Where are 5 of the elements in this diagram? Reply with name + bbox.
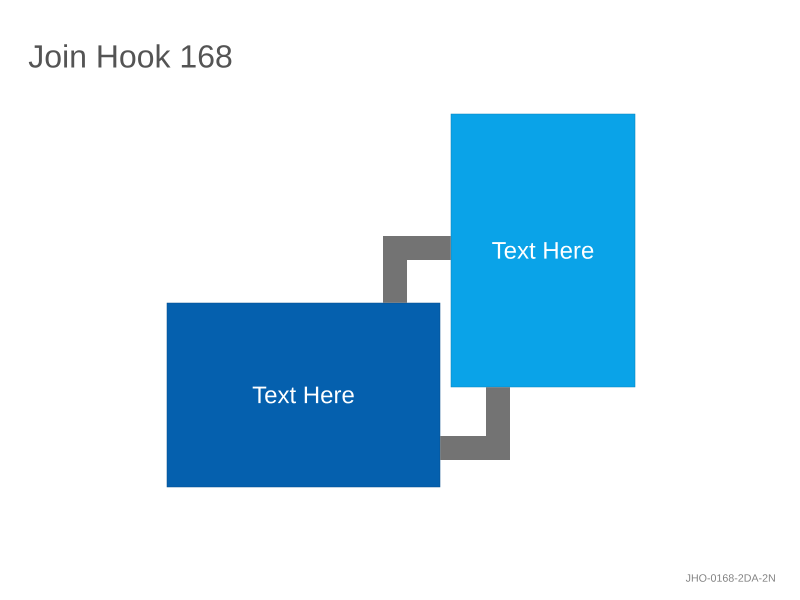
text-box: Text Here [450,114,636,388]
hook-connector [383,236,510,460]
title: Join Hook 168 [28,44,232,68]
code-label: JHO-0168-2DA-2N [686,574,775,582]
text-box: Text Here [166,302,440,488]
